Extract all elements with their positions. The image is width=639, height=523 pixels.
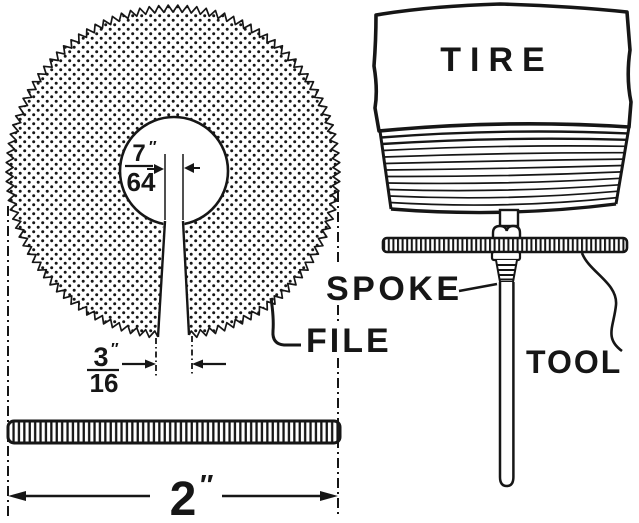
- tool-file-bar: [381, 236, 629, 254]
- rim-slot-numerator: 3: [93, 342, 108, 372]
- tool-label: TOOL: [526, 344, 622, 380]
- dimension-file-diameter: 2 ″: [8, 469, 338, 523]
- arrowhead-right-icon: [320, 491, 338, 501]
- spoke-threads: [495, 259, 518, 283]
- nipple-shaft: [498, 208, 520, 228]
- tire-section: [372, 2, 633, 133]
- file-slot-left-edge: [156, 220, 167, 338]
- hub-slot-numerator: 7: [132, 140, 145, 167]
- rim-band-right-edge: [614, 126, 631, 205]
- file-label: FILE: [306, 322, 392, 360]
- rim-slot-unit: ″: [111, 341, 119, 358]
- file-edge-view: 2 ″: [6, 192, 342, 523]
- spoke-label: SPOKE: [326, 270, 463, 308]
- rim-band-left-edge: [378, 130, 393, 210]
- file-slot-cutout: [157, 212, 190, 343]
- spoke-leader-line: [458, 282, 498, 293]
- file-slot-right-edge: [181, 220, 191, 336]
- rim-slot-denominator: 16: [90, 368, 119, 398]
- tire-label: TIRE: [440, 41, 553, 79]
- spoke-shaft: [498, 282, 515, 488]
- nipple-nut-top: [491, 224, 522, 239]
- arrowhead-left-icon: [8, 491, 26, 501]
- dimension-rim-slot-width: 3 ″ 16: [87, 336, 226, 398]
- file-diameter-unit: ″: [200, 469, 213, 500]
- tool-in-use-view: TIRE SPOKE TOOL: [326, 2, 633, 488]
- file-front-view: 7 ″ 64 3 ″ 16 FILE: [5, 4, 392, 398]
- arrowhead-left-icon: [192, 359, 203, 369]
- hub-slot-unit: ″: [149, 139, 157, 156]
- arrowhead-right-icon: [154, 164, 164, 174]
- file-diameter-value: 2: [170, 473, 197, 523]
- tool-leader-line: [580, 252, 623, 353]
- file-leader-line: [269, 297, 301, 347]
- rim-hatch-lines: [380, 130, 628, 206]
- hub-slot-denominator: 64: [127, 167, 156, 197]
- dimension-hub-slot-width: 7 ″ 64: [125, 139, 200, 220]
- file-edge-bar: [6, 419, 342, 445]
- nipple-nut-bottom: [490, 250, 522, 262]
- arrowhead-left-icon: [184, 163, 194, 173]
- arrowhead-right-icon: [145, 359, 156, 369]
